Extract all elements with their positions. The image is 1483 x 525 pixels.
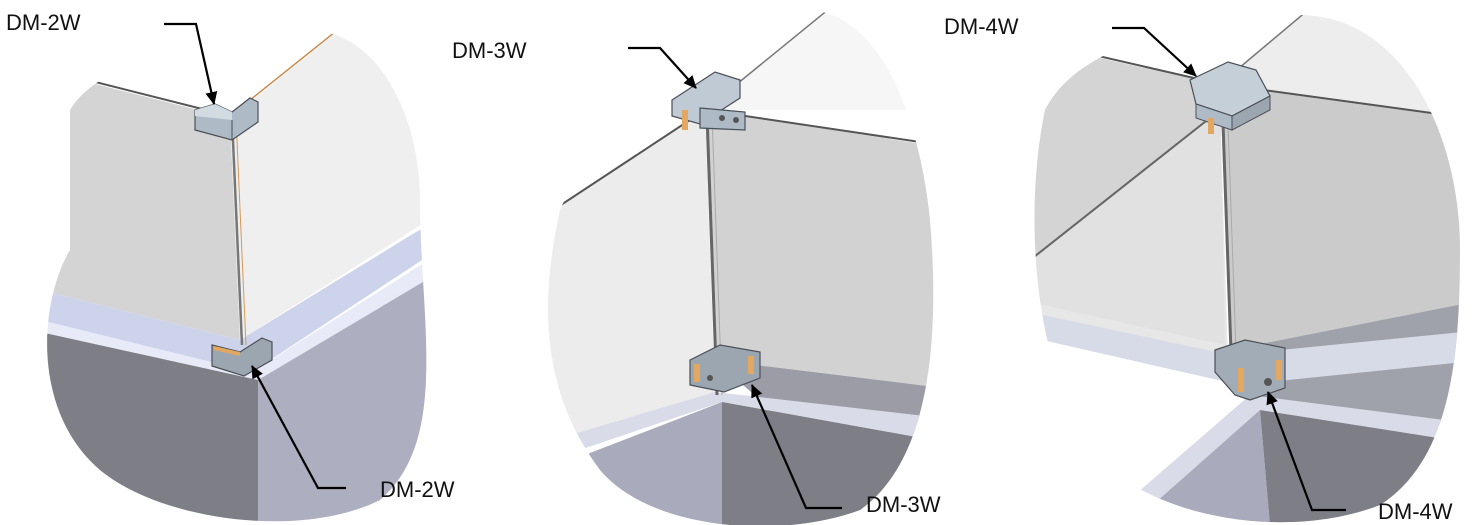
floor-strip: [47, 205, 427, 372]
right-glass-panel: [1220, 85, 1460, 350]
left-glass-panel: [548, 110, 715, 450]
panel-dm-4w: DM-4W DM-4W: [944, 14, 1460, 524]
base-wall-right: [258, 260, 427, 522]
connector-dm-3w-top: [671, 71, 746, 131]
floor-strip: [1034, 310, 1460, 385]
panel-dm-3w-render: [548, 9, 934, 525]
label-top-dm-4w: DM-4W: [944, 14, 1019, 39]
panel-dm-4w-render: [1034, 15, 1460, 523]
panel-dm-2w-render: [47, 29, 427, 522]
connector-dm-4w-top: [1189, 61, 1271, 134]
leader-line-bottom-dm-3w: [750, 384, 842, 510]
leader-line-top-dm-3w: [628, 46, 697, 89]
floor-edge: [1100, 395, 1460, 523]
panel-dm-3w: DM-3W DM-3W: [452, 9, 941, 525]
floor-strip: [548, 392, 934, 470]
base-wall-left: [1130, 410, 1270, 523]
label-bottom-dm-3w: DM-3W: [866, 492, 941, 517]
panel-dm-2w: DM-2W DM-2W: [6, 10, 455, 522]
leader-line-top-dm-2w: [164, 22, 218, 105]
right-glass-panel: [705, 110, 934, 390]
connector-dm-2w-top: [194, 97, 259, 141]
label-top-dm-3w: DM-3W: [452, 38, 527, 63]
label-top-dm-2w: DM-2W: [6, 10, 81, 35]
front-left-glass-panel: [1034, 110, 1228, 360]
label-bottom-dm-4w: DM-4W: [1378, 499, 1453, 524]
connector-dm-3w-bottom: [689, 344, 761, 393]
label-bottom-dm-2w: DM-2W: [380, 477, 455, 502]
leader-line-bottom-dm-2w: [251, 365, 346, 490]
leader-line-top-dm-4w: [1112, 26, 1197, 77]
left-glass-panel: [47, 70, 240, 340]
leader-line-bottom-dm-4w: [1266, 391, 1346, 512]
